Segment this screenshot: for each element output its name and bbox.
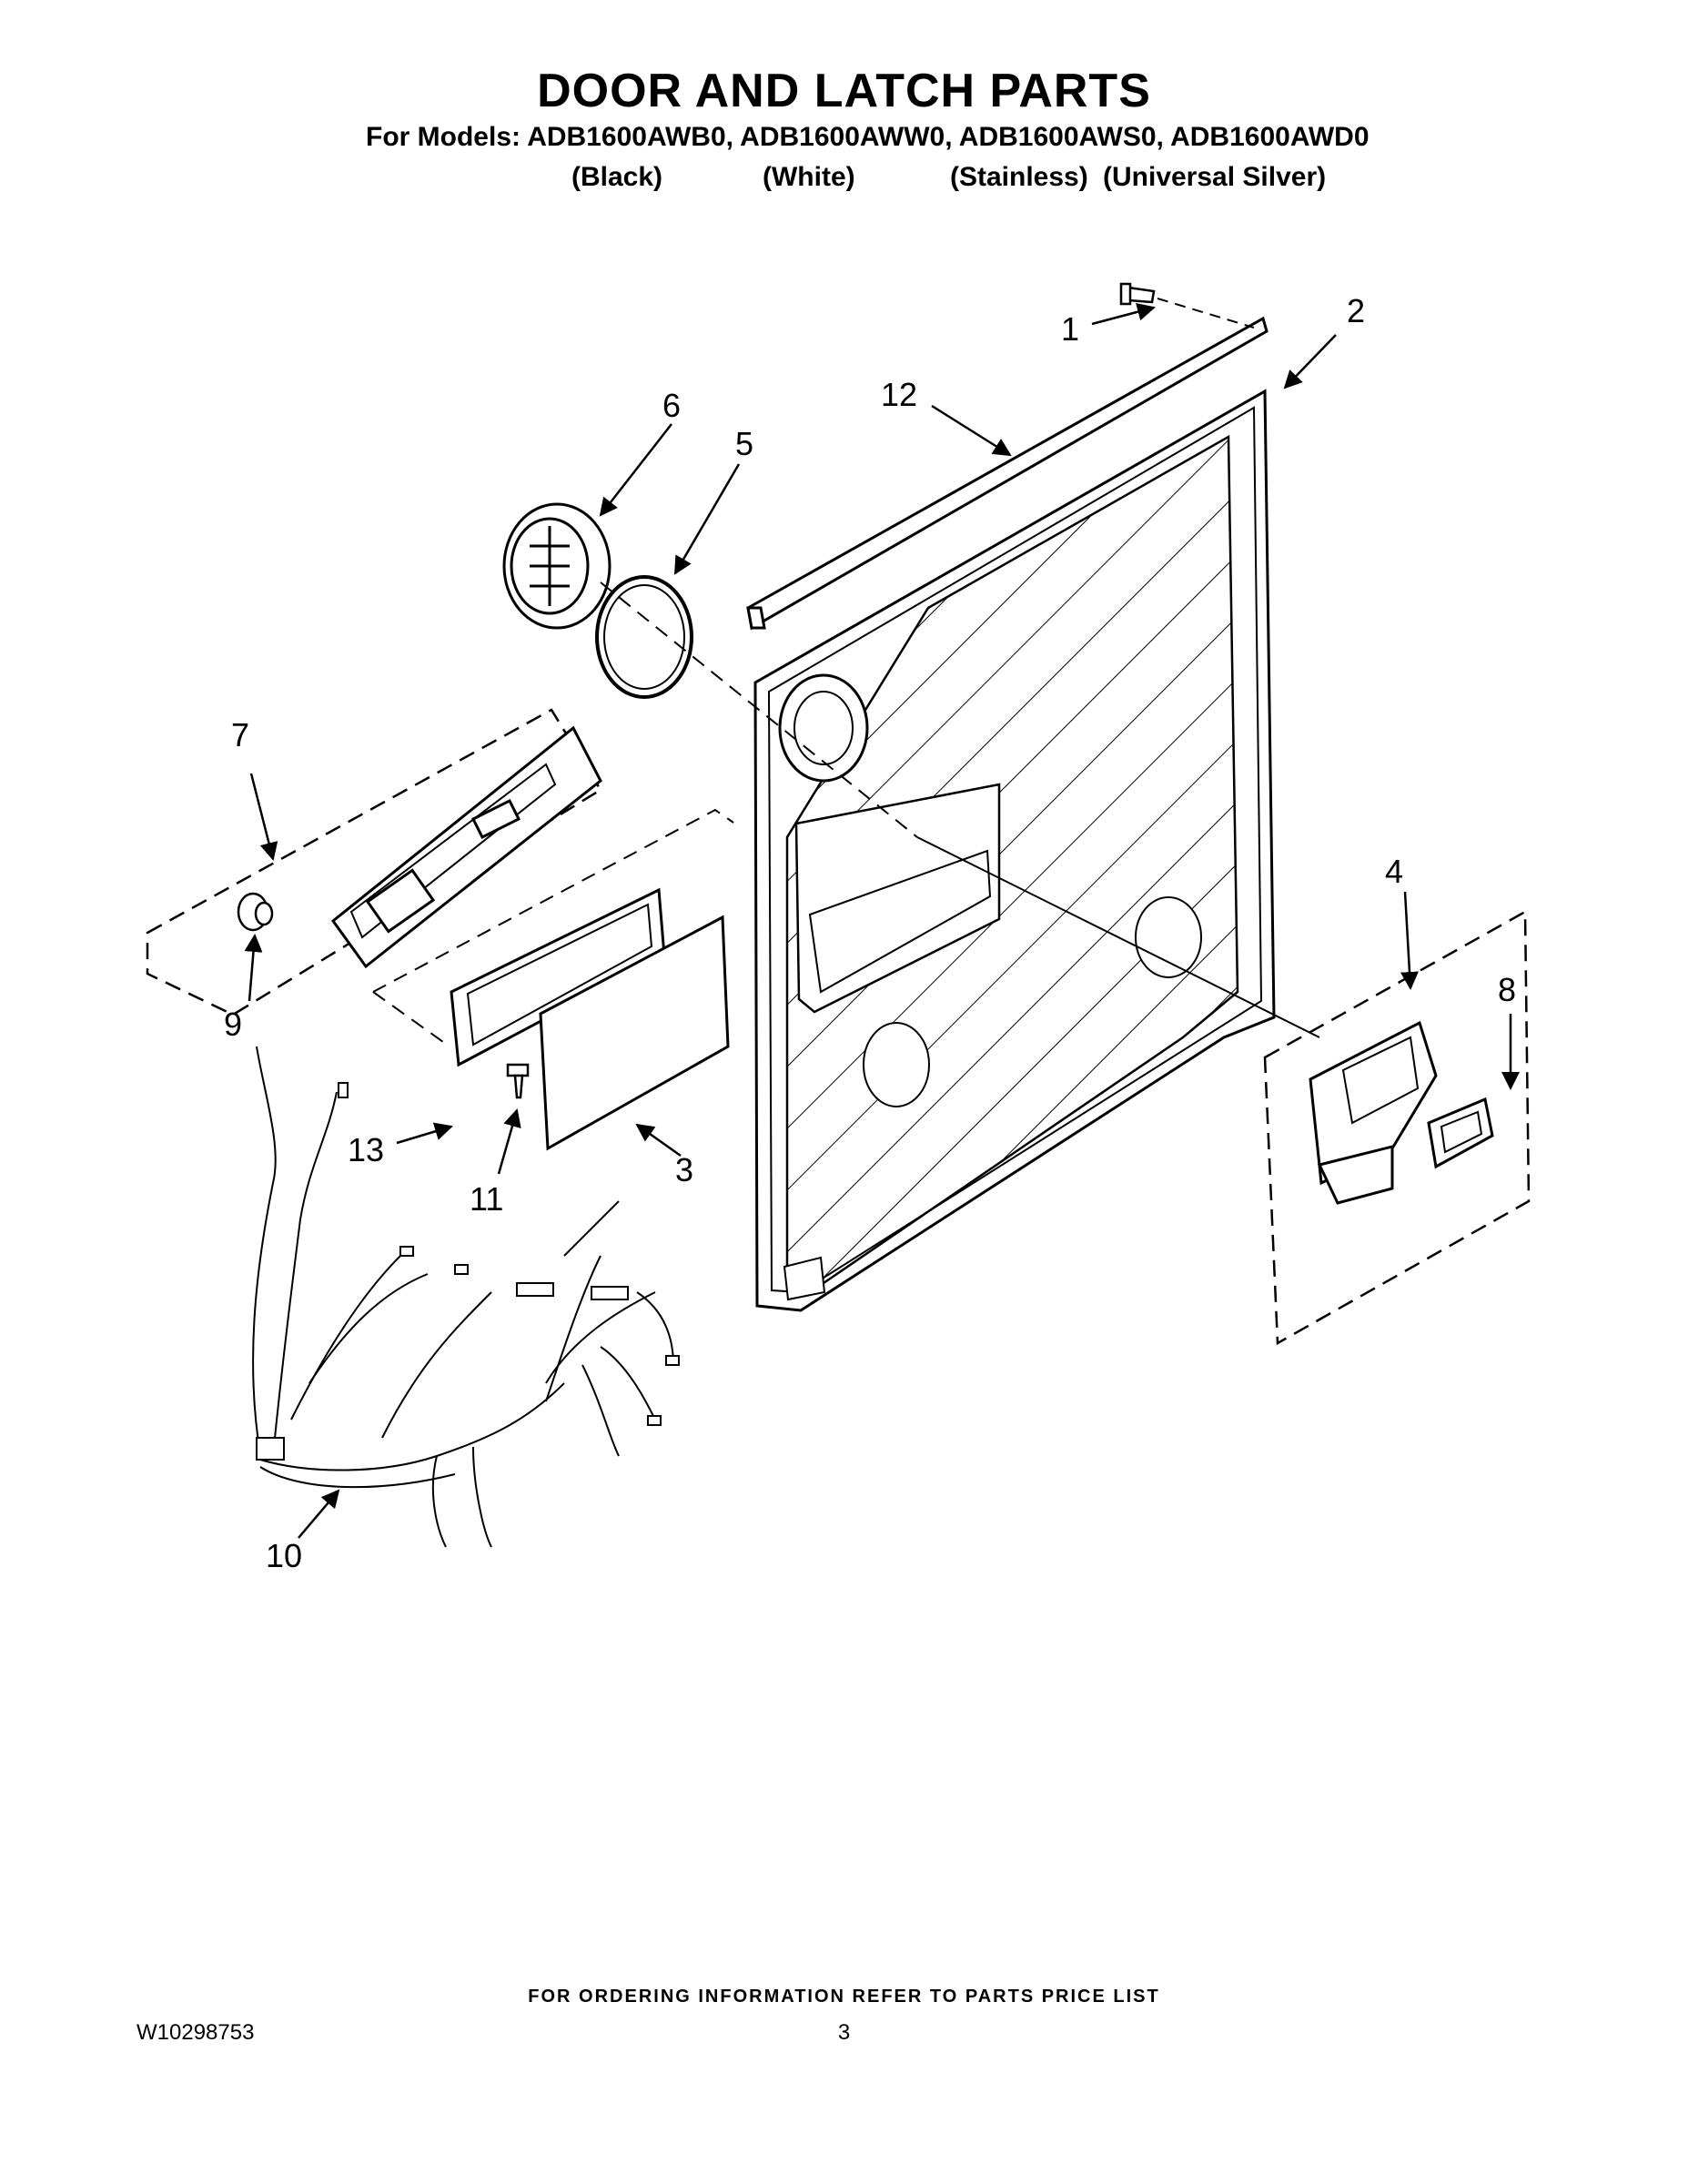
callout-10: 10 — [266, 1537, 302, 1574]
latch-knob-part-9 — [237, 892, 274, 932]
callout-11: 11 — [470, 1180, 503, 1218]
dispenser-assembly-box — [1263, 909, 1531, 1346]
callout-3: 3 — [675, 1151, 693, 1188]
callout-12: 12 — [881, 376, 917, 413]
control-board-dashed-guide — [372, 808, 734, 1047]
inner-door-panel — [753, 389, 1276, 1312]
page-number: 3 — [837, 2020, 851, 2045]
gasket-part-8 — [1427, 1097, 1494, 1169]
vent-cap-part-6 — [502, 502, 612, 630]
ordering-note: FOR ORDERING INFORMATION REFER TO PARTS … — [528, 1987, 1160, 2007]
callout-leaders — [244, 302, 1520, 1539]
callout-9: 9 — [224, 1006, 242, 1043]
callout-2: 2 — [1347, 292, 1365, 329]
color-stainless: (Stainless) — [950, 162, 1088, 192]
gasket-ring-part-5 — [595, 575, 693, 699]
callout-6: 6 — [662, 387, 681, 424]
document-number: W10298753 — [136, 2020, 255, 2045]
screw-part-1 — [1119, 282, 1156, 306]
insulation-pad-part-3 — [539, 915, 730, 1151]
page-title: DOOR AND LATCH PARTS — [537, 65, 1151, 117]
color-white: (White) — [763, 162, 855, 192]
latch-housing — [330, 725, 602, 969]
callout-7: 7 — [231, 716, 249, 753]
dispenser-part-4 — [1309, 1020, 1438, 1205]
top-trim-strip — [746, 316, 1269, 631]
callout-8: 8 — [1498, 971, 1516, 1008]
color-universal-silver: (Universal Silver) — [1103, 162, 1327, 192]
screw-part-11 — [506, 1063, 530, 1099]
callout-1: 1 — [1061, 310, 1079, 348]
models-line: For Models: ADB1600AWB0, ADB1600AWW0, AD… — [366, 122, 1370, 152]
color-black: (Black) — [571, 162, 663, 192]
callout-5: 5 — [735, 425, 753, 462]
callout-4: 4 — [1385, 853, 1403, 890]
callout-13: 13 — [348, 1131, 384, 1168]
wire-harness-part-10 — [252, 1046, 680, 1548]
